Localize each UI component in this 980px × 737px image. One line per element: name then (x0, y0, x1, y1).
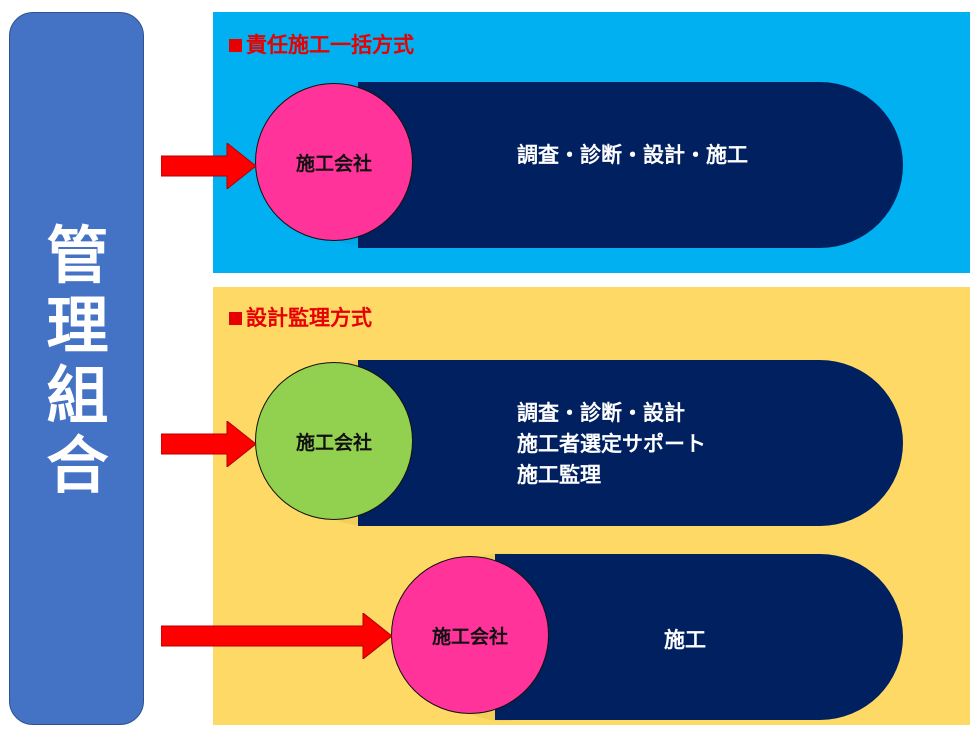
management-association-bar: 管 理 組 合 (9, 12, 144, 725)
section-design-supervision-panel: 設計監理方式 調査・診断・設計 施工者選定サポート 施工監理 施工会社 施工 施… (213, 287, 970, 725)
scope-text: 施工 (664, 628, 706, 652)
section-responsible-construction-panel: 責任施工一括方式 調査・診断・設計・施工 調査・診断・設計・施工 施工会社 (213, 12, 970, 273)
section-title-text: 責任施工一括方式 (246, 33, 414, 57)
construction-contractor-circle: 施工会社 (391, 556, 549, 714)
scope-text: 調査・診断・設計 施工者選定サポート 施工監理 (517, 401, 706, 487)
scope-pill (358, 360, 903, 526)
section-title-text: 設計監理方式 (246, 306, 372, 330)
arrow-right-icon (161, 143, 256, 189)
management-association-label: 管 理 組 合 (46, 219, 109, 502)
arrow-right-icon (161, 421, 256, 467)
contractor-label: 施工会社 (431, 625, 508, 648)
contractor-label: 施工会社 (295, 431, 372, 454)
scope-pill: 調査・診断・設計・施工 (358, 82, 903, 248)
design-contractor-circle: 施工会社 (255, 362, 413, 520)
contractor-label: 施工会社 (295, 152, 372, 175)
arrow-right-icon (161, 613, 392, 659)
square-bullet-icon (229, 312, 242, 325)
contractor-circle: 施工会社 (255, 83, 413, 241)
scope-pill (495, 554, 903, 720)
section-title: 責任施工一括方式 (229, 32, 414, 58)
scope-text: 調査・診断・設計・施工 (517, 143, 748, 167)
section-title: 設計監理方式 (229, 305, 372, 331)
square-bullet-icon (229, 39, 242, 52)
